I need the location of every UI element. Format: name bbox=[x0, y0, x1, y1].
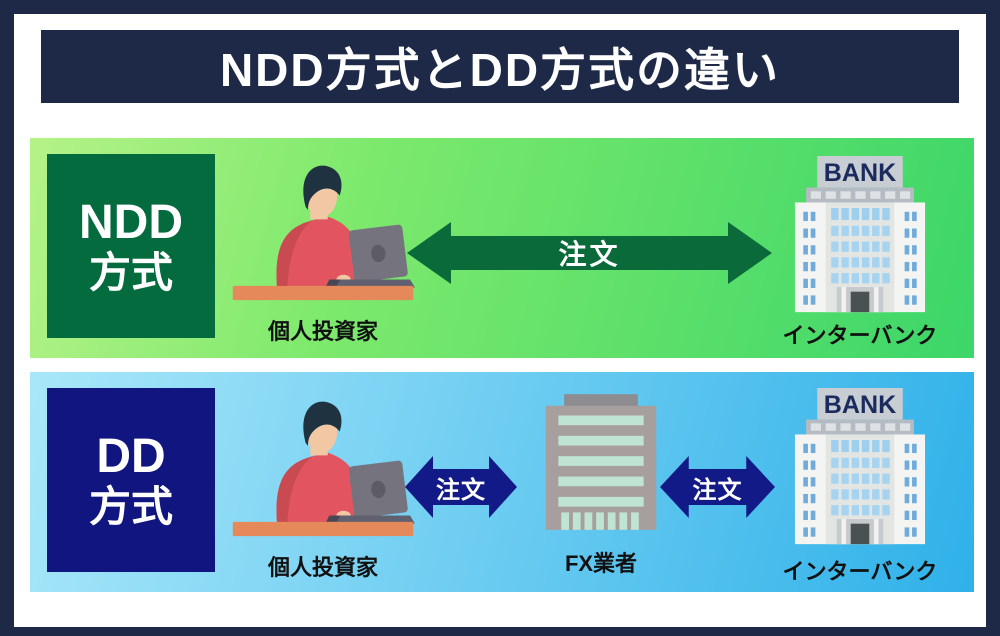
ndd-order-arrow: 注文 bbox=[407, 222, 772, 284]
dd-method-line2: 方式 bbox=[88, 483, 173, 531]
dd-broker-label: FX業者 bbox=[564, 551, 638, 576]
ndd-panel: NDD 方式 個人投資家 bbox=[30, 138, 974, 358]
bank-icon: BANK bbox=[794, 388, 926, 545]
ndd-order-arrow-label: 注文 bbox=[558, 239, 621, 270]
dd-broker-figure bbox=[538, 394, 664, 530]
office-building-icon bbox=[545, 394, 657, 530]
title-banner: NDD方式とDD方式の違い bbox=[41, 30, 959, 103]
ndd-method-line2: 方式 bbox=[88, 249, 173, 297]
dd-method-badge: DD 方式 bbox=[47, 388, 215, 572]
investor-icon bbox=[232, 165, 415, 301]
ndd-investor-label: 個人投資家 bbox=[267, 319, 378, 344]
ndd-method-line1: NDD bbox=[79, 195, 183, 249]
ndd-bank-figure: BANK bbox=[790, 156, 930, 314]
dd-order-arrow-2: 注文 bbox=[660, 456, 775, 518]
dd-method-line1: DD bbox=[96, 429, 166, 483]
dd-order-arrow-1: 注文 bbox=[405, 456, 517, 518]
dd-order-arrow-1-label: 注文 bbox=[436, 476, 486, 504]
double-arrow-icon bbox=[407, 222, 772, 284]
ndd-method-badge: NDD 方式 bbox=[47, 154, 215, 338]
ndd-bank-label: インターバンク bbox=[782, 323, 938, 348]
page-frame: NDD方式とDD方式の違い NDD 方式 bbox=[14, 14, 986, 627]
dd-bank-label: インターバンク bbox=[782, 559, 938, 584]
dd-panel: DD 方式 個人投資家 bbox=[30, 372, 974, 592]
investor-icon bbox=[232, 401, 415, 537]
page-title: NDD方式とDD方式の違い bbox=[219, 43, 781, 96]
double-arrow-icon bbox=[405, 456, 517, 518]
bank-icon: BANK bbox=[794, 156, 926, 313]
dd-bank-sign: BANK bbox=[824, 391, 896, 419]
ndd-investor-figure bbox=[228, 160, 418, 312]
double-arrow-icon bbox=[660, 456, 775, 518]
ndd-bank-sign: BANK bbox=[824, 159, 896, 187]
dd-bank-figure: BANK bbox=[790, 388, 930, 546]
dd-order-arrow-2-label: 注文 bbox=[692, 476, 743, 504]
dd-investor-label: 個人投資家 bbox=[267, 555, 378, 580]
dd-investor-figure bbox=[228, 396, 418, 548]
